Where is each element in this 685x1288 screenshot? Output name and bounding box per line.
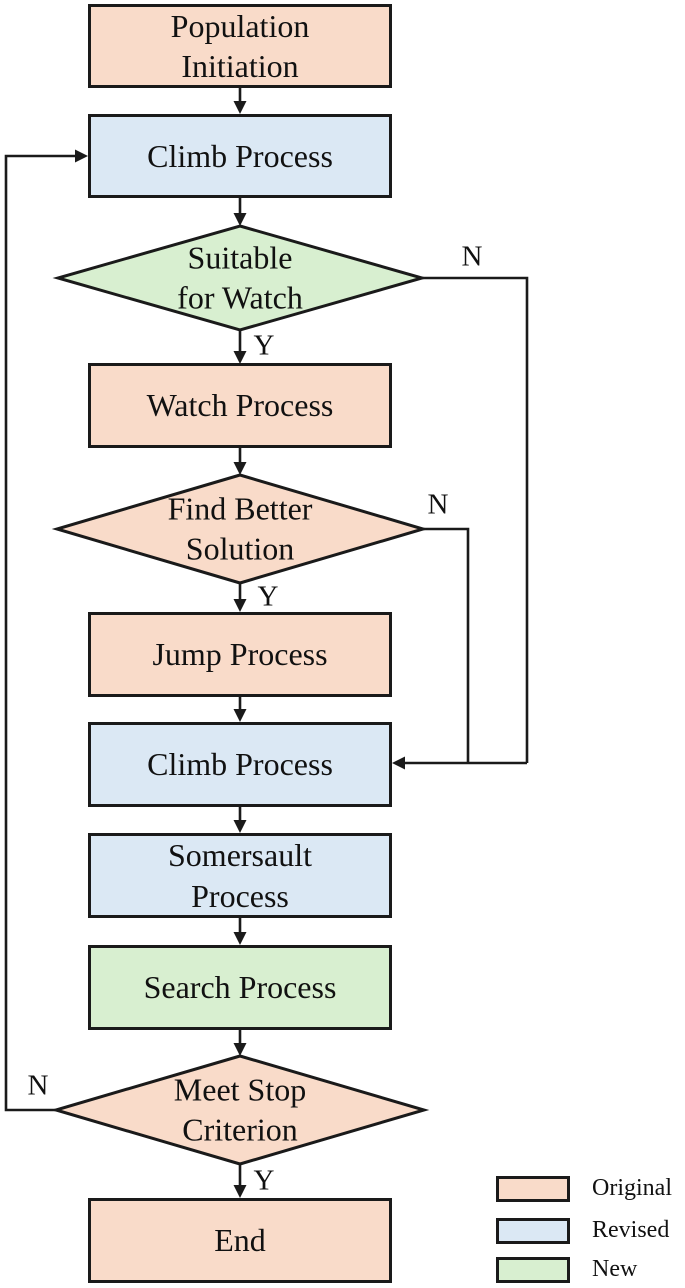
arrowhead-left-into-climb2 (392, 756, 405, 770)
node-end: End (88, 1198, 392, 1283)
node-jump-process: Jump Process (88, 612, 392, 697)
arrowhead-right-into-climb1 (75, 149, 88, 163)
node-population-initiation-label: Population Initiation (170, 7, 310, 84)
node-climb-process-2: Climb Process (88, 722, 392, 807)
legend-swatch-revised (496, 1217, 570, 1244)
arrowhead-down-watch (233, 351, 247, 364)
legend-row-new: New (496, 1256, 637, 1283)
branch-label-no-findbetter: N (427, 488, 449, 521)
node-watch-process-label: Watch Process (146, 387, 334, 424)
node-suitable-for-watch-shape (52, 224, 428, 332)
node-find-better-solution-label: Find Better Solution (167, 490, 313, 567)
arrowhead-down-jump (233, 599, 247, 612)
edge-suitable-no-branch (420, 276, 529, 763)
arrowhead-down-meetstop (233, 1043, 247, 1056)
arrowhead-down-suitable (233, 213, 247, 226)
legend-swatch-original (496, 1175, 570, 1202)
arrowhead-down-somersault (233, 820, 247, 833)
node-find-better-solution-shape (51, 473, 429, 585)
node-search-process: Search Process (88, 945, 392, 1030)
node-suitable-for-watch-label: Suitable for Watch (177, 239, 303, 316)
legend-row-revised: Revised (496, 1217, 669, 1244)
branch-label-no-suitable: N (461, 240, 483, 273)
arrowhead-down-climb1 (233, 101, 247, 114)
branch-label-yes-meetstop: Y (253, 1164, 275, 1197)
legend-label-new: New (592, 1256, 638, 1282)
node-somersault-process: Somersault Process (88, 833, 392, 918)
legend-label-original: Original (592, 1175, 672, 1201)
node-meet-stop-criterion-shape (50, 1054, 430, 1166)
node-climb-process-1-label: Climb Process (147, 137, 333, 174)
node-meet-stop-criterion-label: Meet Stop Criterion (173, 1071, 307, 1148)
legend-swatch-new (496, 1256, 570, 1283)
edge-findbetter-no-branch (421, 527, 470, 763)
legend-row-original: Original (496, 1175, 672, 1202)
arrowhead-down-search (233, 932, 247, 945)
branch-label-no-meetstop: N (27, 1069, 49, 1102)
legend-label-revised: Revised (592, 1217, 670, 1243)
node-jump-process-label: Jump Process (152, 636, 328, 673)
edge-meetstop-no-loop-to-climb1 (4, 154, 82, 1112)
node-search-process-label: Search Process (143, 969, 337, 1006)
branch-label-yes-suitable: Y (253, 329, 275, 362)
node-end-label: End (214, 1222, 266, 1259)
arrowhead-down-end (233, 1185, 247, 1198)
node-climb-process-1: Climb Process (88, 114, 392, 198)
node-population-initiation: Population Initiation (88, 4, 392, 88)
node-climb-process-2-label: Climb Process (147, 746, 333, 783)
node-watch-process: Watch Process (88, 363, 392, 448)
arrowhead-down-findbetter (233, 462, 247, 475)
node-somersault-process-label: Somersault Process (168, 837, 312, 914)
arrowhead-down-climb2 (233, 709, 247, 722)
branch-label-yes-findbetter: Y (257, 580, 279, 613)
